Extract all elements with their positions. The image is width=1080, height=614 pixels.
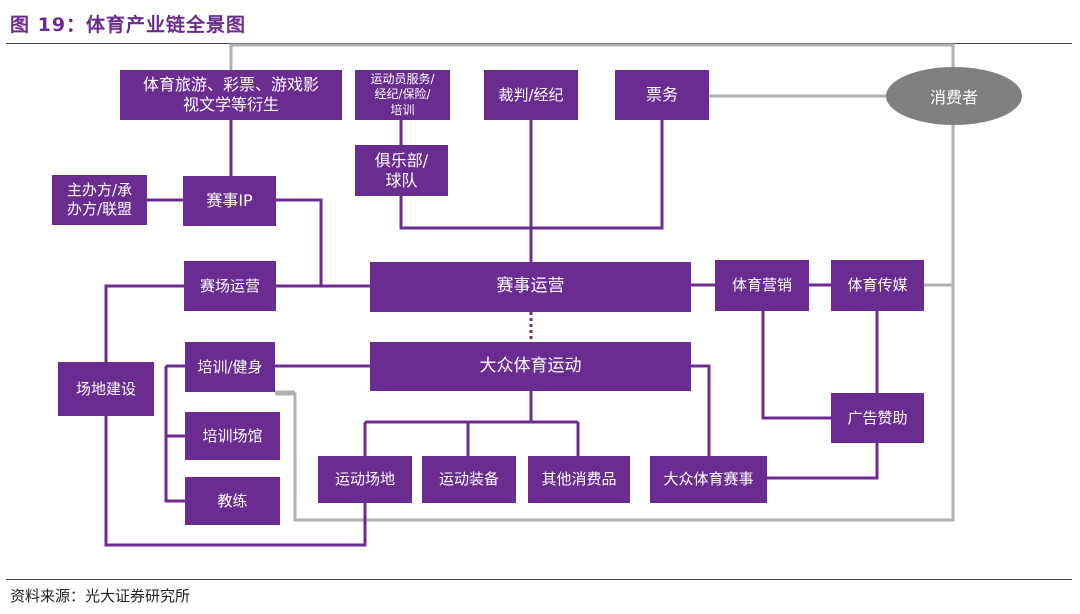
- consumer-frame-line: [229, 43, 955, 522]
- ticketing-box: 票务: [615, 70, 709, 120]
- event-operations-box: 赛事运营: [370, 262, 691, 312]
- athlete-services-box: 运动员服务/ 经纪/保险/ 培训: [355, 70, 450, 120]
- tourism-derivatives-box: 体育旅游、彩票、游戏影 视文学等衍生: [120, 70, 342, 120]
- mass-events-line: [691, 364, 711, 456]
- source-note: 资料来源：光大证券研究所: [10, 587, 191, 605]
- referee-box: 裁判/经纪: [484, 70, 578, 120]
- fitness-branch-line: [164, 366, 185, 503]
- event-ip-box: 赛事IP: [183, 176, 276, 226]
- marketing-ad-line: [761, 311, 831, 420]
- ad-sponsorship-box: 广告赞助: [831, 393, 924, 443]
- construction-field-line: [104, 416, 367, 547]
- sports-marketing-box: 体育营销: [715, 260, 809, 311]
- training-venue-box: 培训场馆: [185, 412, 280, 460]
- coach-box: 教练: [185, 477, 280, 525]
- figure-title: 图 19：体育产业链全景图: [10, 14, 247, 36]
- organizer-box: 主办方/承 办方/联盟: [52, 175, 147, 225]
- construction-venueops-line: [104, 284, 184, 362]
- venue-operations-box: 赛场运营: [184, 261, 276, 311]
- venue-construction-box: 场地建设: [58, 362, 154, 416]
- other-consumables-box: 其他消费品: [528, 456, 630, 503]
- sports-equipment-box: 运动装备: [422, 456, 516, 503]
- club-team-box: 俱乐部/ 球队: [355, 145, 448, 196]
- bottom-rule: [6, 579, 1072, 580]
- consumer-ellipse: 消费者: [886, 67, 1022, 125]
- training-fitness-box: 培训/健身: [185, 342, 275, 392]
- ip-event-line: [276, 198, 370, 288]
- sports-media-box: 体育传媒: [831, 260, 924, 311]
- mass-sports-box: 大众体育运动: [370, 342, 691, 391]
- ad-events-line: [767, 443, 879, 480]
- mass-sports-events-box: 大众体育赛事: [650, 456, 767, 503]
- sports-field-box: 运动场地: [318, 456, 412, 503]
